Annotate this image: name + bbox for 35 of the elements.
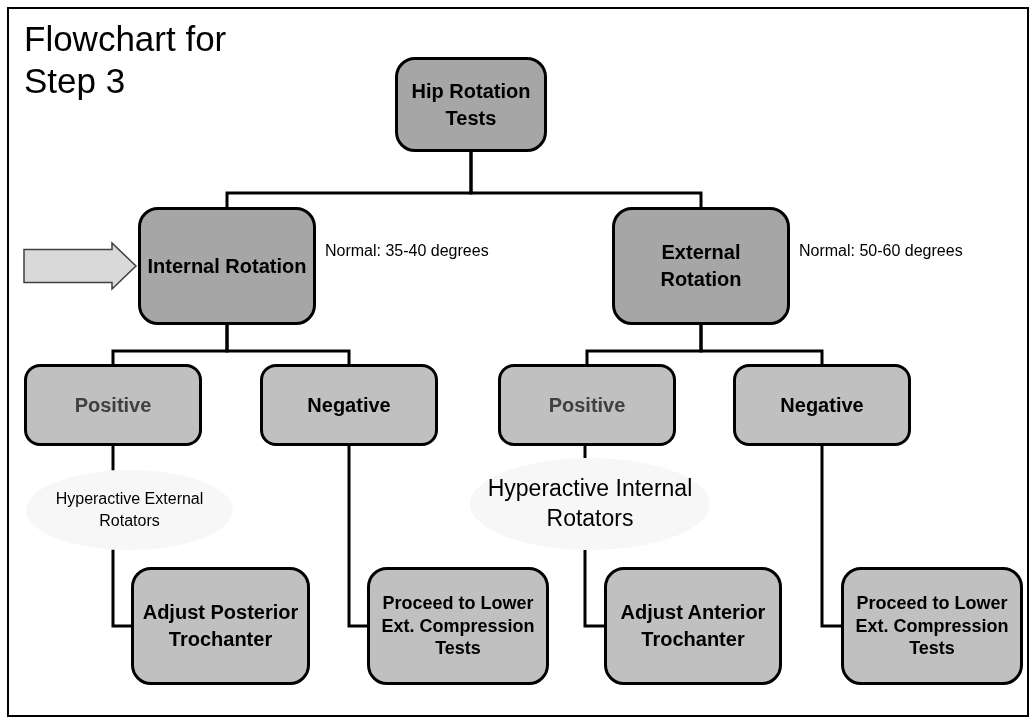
node-label: Negative <box>307 393 391 418</box>
process-box <box>395 57 547 152</box>
result-box <box>733 364 911 446</box>
node-label: Positive <box>74 393 152 418</box>
node-label: Proceed to Lower Ext. Compression Tests <box>854 592 1010 660</box>
action-box <box>367 567 549 685</box>
connector-line <box>111 446 115 471</box>
node-label: Proceed to Lower Ext. Compression Tests <box>380 592 536 660</box>
action-box <box>841 567 1023 685</box>
normal-range-note: Normal: 35-40 degrees <box>325 241 489 261</box>
node-label: Internal Rotation <box>147 253 307 279</box>
connector-line <box>111 549 131 628</box>
node-label: Negative <box>780 393 864 418</box>
action-box <box>131 567 310 685</box>
node-label: External Rotation <box>659 240 743 292</box>
normal-range-note: Normal: 50-60 degrees <box>799 241 963 261</box>
node-label: Adjust Posterior Trochanter <box>141 600 300 652</box>
connector-line <box>583 549 604 628</box>
result-box <box>24 364 202 446</box>
connector-line <box>583 446 587 459</box>
connector-line <box>347 446 367 628</box>
connector-line <box>469 152 703 207</box>
node-label: Hip Rotation Tests <box>410 78 532 131</box>
result-box <box>498 364 676 446</box>
result-box <box>260 364 438 446</box>
block-arrow <box>23 241 138 291</box>
node-label: Positive <box>548 393 626 418</box>
node-label: Hyperactive Internal Rotators <box>486 474 694 533</box>
connector-line <box>225 325 351 364</box>
connector-line <box>699 325 824 364</box>
action-box <box>604 567 782 685</box>
title: Flowchart for Step 3 <box>24 18 228 102</box>
node-label: Hyperactive External Rotators <box>54 489 205 531</box>
connector-line <box>820 446 841 628</box>
node-label: Adjust Anterior Trochanter <box>619 600 767 652</box>
